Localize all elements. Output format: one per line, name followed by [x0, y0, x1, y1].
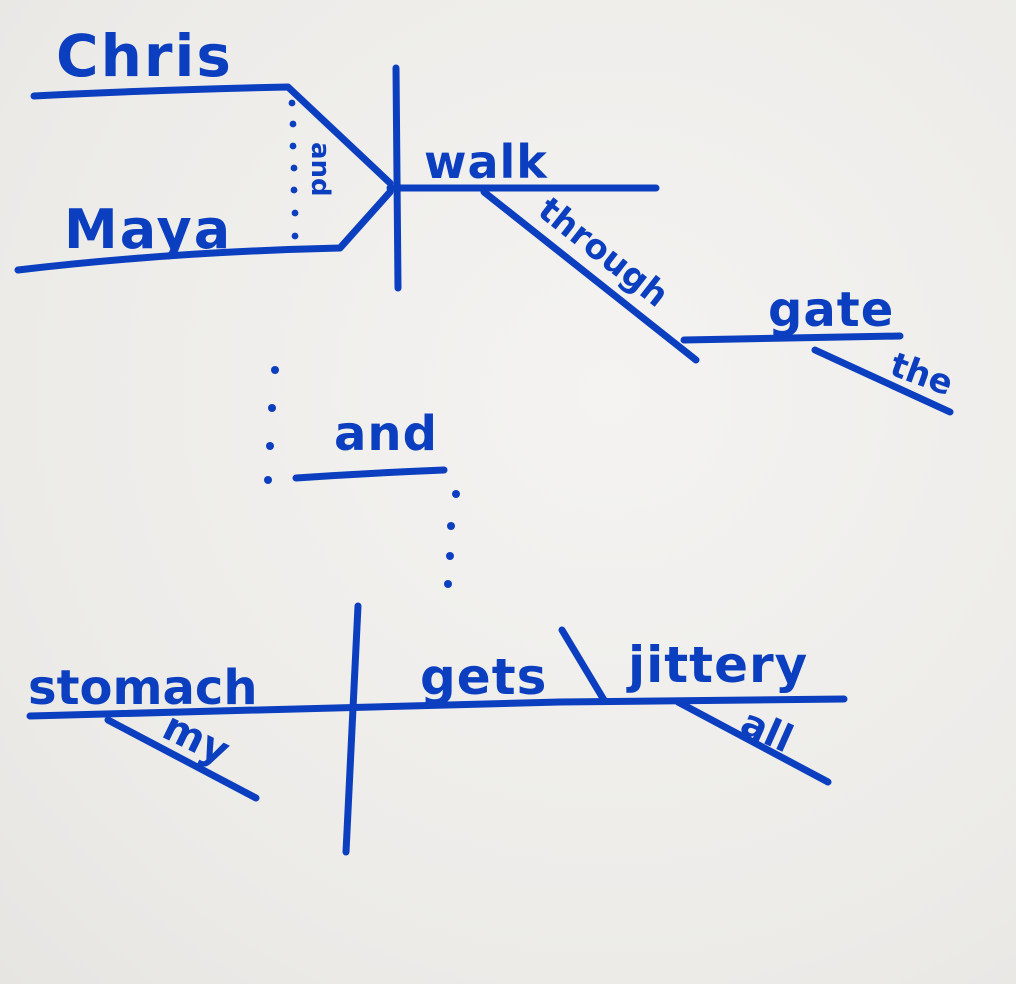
conjunction-dotted-line	[288, 99, 299, 240]
subject-maya: Maya	[64, 198, 232, 261]
subject-verb-divider-2	[342, 602, 362, 856]
conjunction-dotted-line-upper	[264, 366, 279, 484]
object-line-gate	[680, 332, 904, 344]
conjunction-dotted-line-lower	[444, 490, 460, 588]
verb-gets: gets	[420, 648, 547, 706]
subject-line-maya	[14, 188, 394, 274]
modifier-line-all	[674, 698, 832, 786]
subject-stomach: stomach	[28, 660, 258, 716]
subject-line-chris	[30, 83, 394, 187]
object-gate: gate	[768, 282, 894, 338]
clause-1: Chris Maya and walk through gate the	[14, 22, 958, 416]
baseline-clause-2	[26, 695, 848, 720]
conjunction-and-clauses: and	[334, 406, 438, 462]
modifier-all: all	[734, 700, 799, 761]
conjunction-and-subjects: and	[305, 142, 335, 197]
subject-verb-divider	[392, 64, 402, 292]
preposition-through: through	[530, 190, 675, 316]
modifier-line-my	[104, 716, 260, 802]
clause-conjunction: and	[264, 366, 460, 588]
complement-jittery: jittery	[626, 636, 808, 694]
article-the: the	[885, 345, 958, 404]
complement-divider	[558, 626, 608, 704]
article-line-the	[811, 346, 954, 416]
verb-walk: walk	[424, 135, 548, 189]
subject-chris: Chris	[56, 22, 233, 90]
clause-2: stomach my gets jittery all	[26, 602, 848, 856]
conjunction-line-and	[292, 466, 448, 482]
preposition-line-through	[480, 188, 700, 364]
